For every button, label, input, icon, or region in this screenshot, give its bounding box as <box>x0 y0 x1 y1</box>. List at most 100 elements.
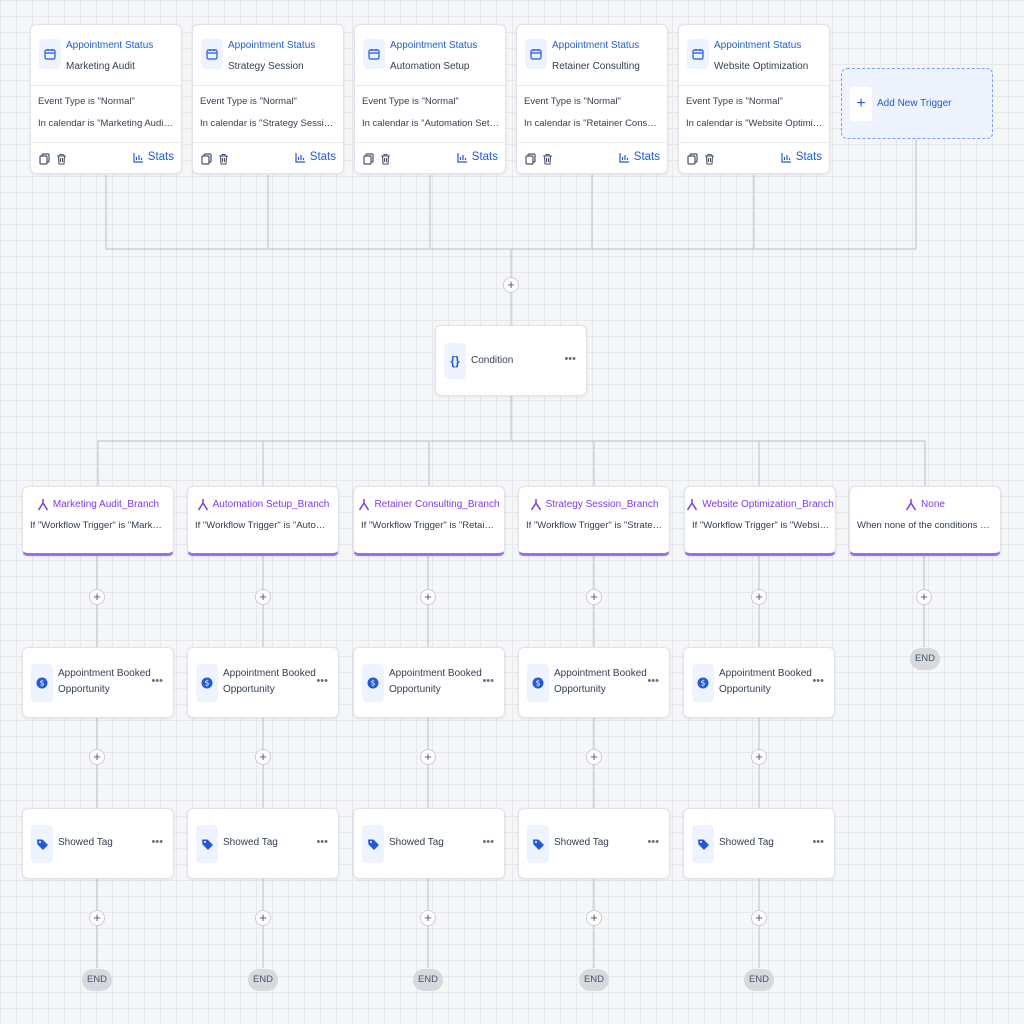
more-options-icon[interactable]: ••• <box>316 675 328 687</box>
stats-label: Stats <box>309 151 336 163</box>
add-step-button[interactable]: + <box>89 910 105 926</box>
trigger-subtitle: Strategy Session <box>228 61 304 72</box>
trash-icon[interactable] <box>704 152 715 170</box>
copy-icon[interactable] <box>39 152 50 170</box>
trash-icon[interactable] <box>380 152 391 170</box>
branch-card-automation-setup[interactable]: Automation Setup_Branch If "Workflow Tri… <box>187 486 339 556</box>
bar-chart-icon <box>457 152 467 163</box>
add-step-button[interactable]: + <box>751 910 767 926</box>
more-options-icon[interactable]: ••• <box>151 836 163 848</box>
add-step-button[interactable]: + <box>420 589 436 605</box>
action-label-line2: Opportunity <box>389 684 441 695</box>
trigger-filter-calendar: In calendar is "Automation Setup Consult… <box>362 118 499 129</box>
trigger-filter-event-type: Event Type is "Normal" <box>362 96 459 107</box>
more-options-icon[interactable]: ••• <box>812 675 824 687</box>
action-showed-tag[interactable]: Showed Tag ••• <box>22 808 174 879</box>
add-step-button[interactable]: + <box>751 589 767 605</box>
trigger-filter-calendar: In calendar is "Strategy Session Consult… <box>200 118 337 129</box>
copy-icon[interactable] <box>363 152 374 170</box>
trigger-card-retainer-consulting[interactable]: Appointment Status Retainer Consulting E… <box>516 24 668 174</box>
more-options-icon[interactable]: ••• <box>647 675 659 687</box>
action-label-line2: Opportunity <box>719 684 771 695</box>
stats-button[interactable]: Stats <box>133 151 174 163</box>
condition-node[interactable]: {} Condition ••• <box>435 325 587 396</box>
add-step-button[interactable]: + <box>586 749 602 765</box>
branch-name: Marketing Audit_Branch <box>52 499 160 510</box>
more-options-icon[interactable]: ••• <box>482 836 494 848</box>
more-options-icon[interactable]: ••• <box>151 675 163 687</box>
action-label-line1: Appointment Booked <box>389 668 482 679</box>
action-appointment-booked-opportunity[interactable]: $ Appointment Booked Opportunity ••• <box>353 647 505 718</box>
add-new-trigger-button[interactable]: + Add New Trigger <box>841 68 993 139</box>
action-showed-tag[interactable]: Showed Tag ••• <box>353 808 505 879</box>
trigger-title: Appointment Status <box>390 40 478 51</box>
action-appointment-booked-opportunity[interactable]: $ Appointment Booked Opportunity ••• <box>683 647 835 718</box>
copy-icon[interactable] <box>525 152 536 170</box>
trigger-filter-event-type: Event Type is "Normal" <box>686 96 783 107</box>
add-step-button[interactable]: + <box>420 910 436 926</box>
trigger-filter-calendar: In calendar is "Website Optimization Con… <box>686 118 823 129</box>
trash-icon[interactable] <box>218 152 229 170</box>
bar-chart-icon <box>295 152 305 163</box>
add-step-button[interactable]: + <box>420 749 436 765</box>
more-options-icon[interactable]: ••• <box>316 836 328 848</box>
add-step-button[interactable]: + <box>586 910 602 926</box>
trash-icon[interactable] <box>542 152 553 170</box>
branch-card-retainer-consulting[interactable]: Retainer Consulting_Branch If "Workflow … <box>353 486 505 556</box>
add-step-button[interactable]: + <box>255 589 271 605</box>
branch-icon <box>530 499 541 511</box>
stats-button[interactable]: Stats <box>781 151 822 163</box>
bar-chart-icon <box>781 152 791 163</box>
add-step-button[interactable]: + <box>89 589 105 605</box>
branch-card-none[interactable]: None When none of the conditions are met <box>849 486 1001 556</box>
trash-icon[interactable] <box>56 152 67 170</box>
trigger-title: Appointment Status <box>228 40 316 51</box>
trigger-title: Appointment Status <box>66 40 154 51</box>
action-appointment-booked-opportunity[interactable]: $ Appointment Booked Opportunity ••• <box>187 647 339 718</box>
end-pill: END <box>910 648 940 670</box>
plus-icon: + <box>850 87 872 121</box>
end-pill: END <box>744 969 774 991</box>
trigger-card-website-optimization[interactable]: Appointment Status Website Optimization … <box>678 24 830 174</box>
add-step-button[interactable]: + <box>255 910 271 926</box>
action-showed-tag[interactable]: Showed Tag ••• <box>683 808 835 879</box>
add-step-button[interactable]: + <box>255 749 271 765</box>
branch-card-marketing-audit[interactable]: Marketing Audit_Branch If "Workflow Trig… <box>22 486 174 556</box>
trigger-filter-event-type: Event Type is "Normal" <box>38 96 135 107</box>
stats-button[interactable]: Stats <box>619 151 660 163</box>
stats-button[interactable]: Stats <box>457 151 498 163</box>
end-pill: END <box>579 969 609 991</box>
add-step-button[interactable]: + <box>503 277 519 293</box>
action-label: Showed Tag <box>223 837 278 848</box>
branch-card-website-optimization[interactable]: Website Optimization_Branch If "Workflow… <box>684 486 836 556</box>
more-options-icon[interactable]: ••• <box>564 353 576 365</box>
more-options-icon[interactable]: ••• <box>647 836 659 848</box>
stats-button[interactable]: Stats <box>295 151 336 163</box>
action-appointment-booked-opportunity[interactable]: $ Appointment Booked Opportunity ••• <box>22 647 174 718</box>
action-label-line2: Opportunity <box>58 684 110 695</box>
add-step-button[interactable]: + <box>586 589 602 605</box>
add-step-button[interactable]: + <box>89 749 105 765</box>
copy-icon[interactable] <box>201 152 212 170</box>
more-options-icon[interactable]: ••• <box>482 675 494 687</box>
branch-card-strategy-session[interactable]: Strategy Session_Branch If "Workflow Tri… <box>518 486 670 556</box>
action-showed-tag[interactable]: Showed Tag ••• <box>518 808 670 879</box>
copy-icon[interactable] <box>687 152 698 170</box>
branch-condition: If "Workflow Trigger" is "Website Optimi… <box>692 520 829 531</box>
add-step-button[interactable]: + <box>751 749 767 765</box>
dollar-icon: $ <box>692 664 714 702</box>
action-label-line2: Opportunity <box>554 684 606 695</box>
trigger-card-marketing-audit[interactable]: Appointment Status Marketing Audit Event… <box>30 24 182 174</box>
trigger-subtitle: Automation Setup <box>390 61 470 72</box>
more-options-icon[interactable]: ••• <box>812 836 824 848</box>
tag-icon <box>196 825 218 863</box>
trigger-card-strategy-session[interactable]: Appointment Status Strategy Session Even… <box>192 24 344 174</box>
action-label-line1: Appointment Booked <box>554 668 647 679</box>
action-showed-tag[interactable]: Showed Tag ••• <box>187 808 339 879</box>
branch-icon <box>197 499 208 511</box>
tag-icon <box>527 825 549 863</box>
calendar-icon <box>525 39 547 69</box>
add-step-button[interactable]: + <box>916 589 932 605</box>
trigger-card-automation-setup[interactable]: Appointment Status Automation Setup Even… <box>354 24 506 174</box>
action-appointment-booked-opportunity[interactable]: $ Appointment Booked Opportunity ••• <box>518 647 670 718</box>
